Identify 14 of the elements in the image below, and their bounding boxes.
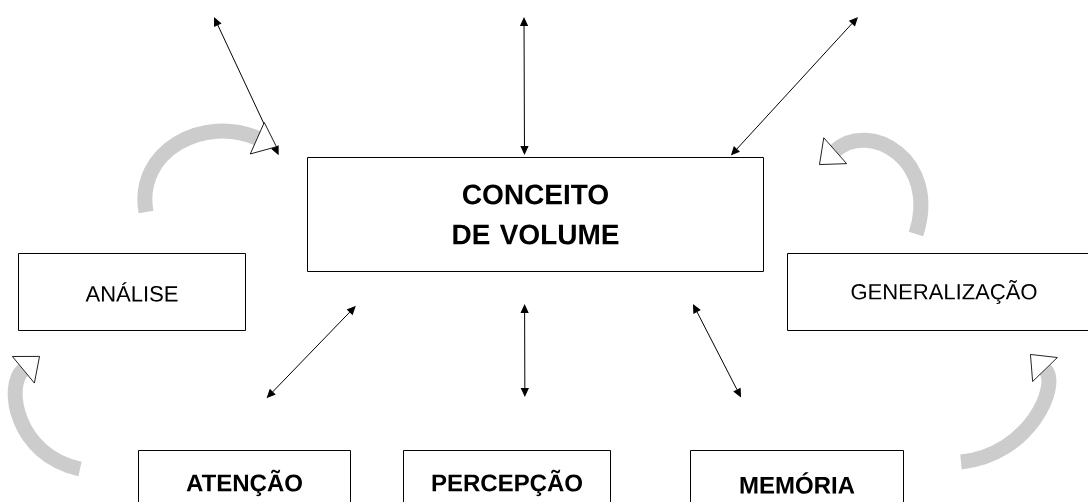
double-arrow	[520, 17, 529, 155]
process-box: MEMÓRIA	[690, 450, 904, 502]
process-box: ANÁLISE	[18, 253, 246, 331]
process-box: PERCEPÇÃO	[403, 450, 611, 502]
double-arrow	[520, 304, 529, 397]
process-box: GENERALIZAÇÃO	[787, 253, 1088, 331]
concept-box: CONCEITO DE VOLUME	[307, 157, 764, 272]
curved-arrow	[819, 132, 929, 236]
curved-arrow	[7, 356, 83, 477]
curved-arrow	[959, 354, 1058, 470]
double-arrow	[266, 306, 356, 398]
process-box: ATENÇÃO	[138, 450, 351, 502]
double-arrow	[731, 17, 858, 156]
double-arrow	[693, 304, 741, 397]
